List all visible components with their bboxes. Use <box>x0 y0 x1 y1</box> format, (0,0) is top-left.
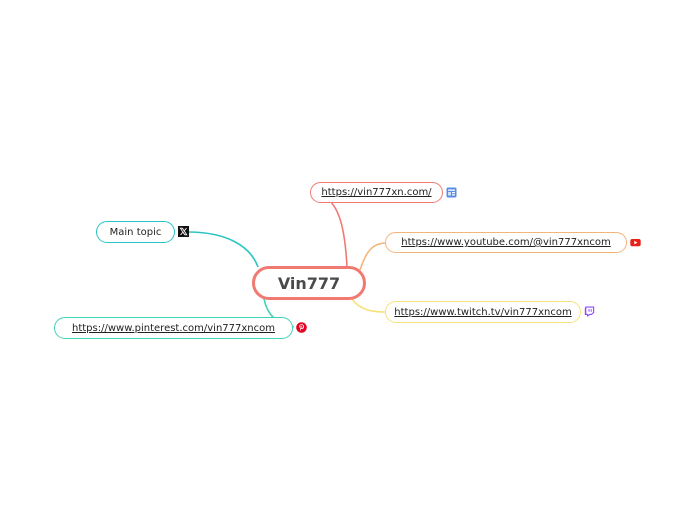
connector-maintopic <box>187 231 259 268</box>
topic-twitch-link[interactable]: https://www.twitch.tv/vin777xncom <box>394 306 572 318</box>
twitch-icon[interactable] <box>584 306 595 317</box>
topic-pinterest[interactable]: https://www.pinterest.com/vin777xncom <box>54 317 293 339</box>
topic-website-link[interactable]: https://vin777xn.com/ <box>321 187 432 198</box>
pinterest-icon[interactable] <box>296 322 307 333</box>
topic-twitch[interactable]: https://www.twitch.tv/vin777xncom <box>385 301 581 323</box>
topic-main-label: Main topic <box>109 226 162 238</box>
topic-pinterest-link[interactable]: https://www.pinterest.com/vin777xncom <box>72 322 275 334</box>
central-topic-label: Vin777 <box>277 273 341 293</box>
central-topic[interactable]: Vin777 <box>252 266 366 300</box>
topic-main[interactable]: Main topic <box>96 221 175 243</box>
connector-website <box>311 191 348 268</box>
x-logo-icon[interactable] <box>178 226 189 237</box>
website-icon[interactable] <box>446 187 457 198</box>
youtube-icon[interactable] <box>630 237 641 248</box>
topic-youtube[interactable]: https://www.youtube.com/@vin777xncom <box>385 232 627 253</box>
connector-twitch <box>351 298 387 313</box>
topic-youtube-link[interactable]: https://www.youtube.com/@vin777xncom <box>401 237 611 248</box>
topic-website[interactable]: https://vin777xn.com/ <box>310 182 443 203</box>
connector-youtube <box>359 242 387 271</box>
